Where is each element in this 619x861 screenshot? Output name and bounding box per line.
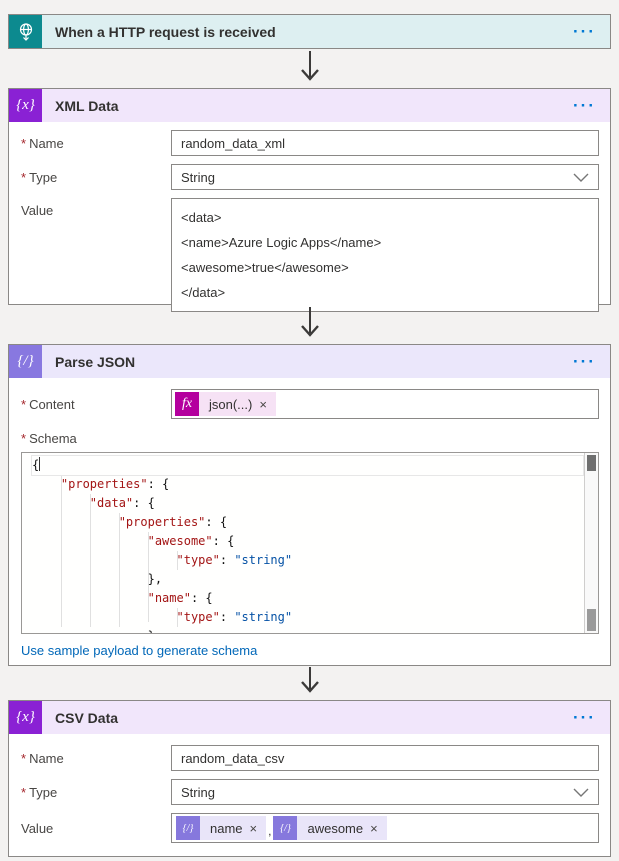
xml-value-line: </data> bbox=[181, 285, 226, 300]
xml-value-textarea[interactable]: <data> <name>Azure Logic Apps</name> <awes… bbox=[171, 198, 599, 312]
content-input[interactable]: fx json(...) × bbox=[171, 389, 599, 419]
trigger-card-http-request[interactable]: When a HTTP request is received ··· bbox=[8, 14, 611, 49]
required-asterisk: * bbox=[21, 135, 27, 151]
csv-type-label: *Type bbox=[21, 784, 58, 800]
xml-type-value: String bbox=[181, 169, 215, 185]
schema-code-line: "properties": { bbox=[60, 477, 170, 491]
schema-label: *Schema bbox=[21, 431, 77, 446]
fx-expression-icon: fx bbox=[175, 392, 199, 416]
variable-token-name[interactable]: {/} name × bbox=[176, 816, 267, 840]
schema-code-line: "type": "string" bbox=[176, 553, 293, 567]
schema-code-line: "awesome": { bbox=[147, 534, 235, 548]
action-card-csv-data[interactable]: {x} CSV Data ··· *Name *Type String Valu… bbox=[8, 700, 611, 857]
xml-card-menu-button[interactable]: ··· bbox=[573, 95, 596, 115]
csv-value-input[interactable]: {/}name×,{/}awesome× bbox=[171, 813, 599, 843]
csv-card-title: CSV Data bbox=[55, 709, 119, 726]
token-remove-icon[interactable]: × bbox=[249, 820, 258, 836]
expression-token-label: json(...) bbox=[209, 396, 253, 412]
required-asterisk: * bbox=[21, 169, 27, 185]
xml-value-line: <data> bbox=[181, 210, 222, 225]
parse-json-token-icon: {/} bbox=[273, 816, 298, 840]
schema-code-line: "properties": { bbox=[118, 515, 228, 529]
connector-arrow-down-icon bbox=[301, 667, 319, 693]
indent-guide bbox=[61, 475, 62, 627]
initialize-variable-icon: {x} bbox=[9, 89, 42, 122]
indent-guide bbox=[119, 513, 120, 627]
schema-code-editor[interactable]: { "properties": { "data": { "properties"… bbox=[21, 452, 599, 634]
use-sample-payload-link[interactable]: Use sample payload to generate schema bbox=[21, 643, 258, 658]
parse-json-icon: {/} bbox=[9, 345, 42, 378]
csv-name-input[interactable] bbox=[171, 745, 599, 771]
schema-code-line: { bbox=[31, 455, 584, 476]
parse-json-card-menu-button[interactable]: ··· bbox=[573, 351, 596, 371]
indent-guide bbox=[148, 532, 149, 622]
token-label: name bbox=[210, 820, 243, 836]
xml-card-title: XML Data bbox=[55, 97, 119, 114]
http-request-trigger-icon bbox=[9, 15, 42, 48]
csv-type-value: String bbox=[181, 784, 215, 800]
content-label: *Content bbox=[21, 396, 75, 412]
action-card-xml-data[interactable]: {x} XML Data ··· *Name *Type String Valu… bbox=[8, 88, 611, 312]
schema-code-text[interactable]: { "properties": { "data": { "properties"… bbox=[22, 453, 584, 633]
xml-value-line: <name>Azure Logic Apps</name> bbox=[181, 235, 382, 250]
connector-arrow-down-icon bbox=[301, 307, 319, 337]
indent-guide bbox=[177, 608, 178, 627]
xml-type-dropdown[interactable]: String bbox=[171, 164, 599, 190]
trigger-menu-button[interactable]: ··· bbox=[573, 21, 596, 41]
indent-guide bbox=[90, 494, 91, 627]
variable-token-awesome[interactable]: {/} awesome × bbox=[273, 816, 387, 840]
xml-value-line: <awesome>true</awesome> bbox=[181, 260, 349, 275]
trigger-title: When a HTTP request is received bbox=[55, 23, 276, 40]
token-remove-icon[interactable]: × bbox=[370, 820, 378, 836]
xml-card-header[interactable]: {x} XML Data ··· bbox=[9, 89, 610, 122]
required-asterisk: * bbox=[21, 784, 27, 800]
trigger-card-header[interactable]: When a HTTP request is received ··· bbox=[9, 15, 610, 48]
csv-card-menu-button[interactable]: ··· bbox=[573, 707, 596, 727]
csv-value-label: Value bbox=[21, 820, 54, 836]
csv-type-dropdown[interactable]: String bbox=[171, 779, 599, 805]
schema-code-line: } bbox=[32, 627, 583, 633]
chevron-down-icon bbox=[573, 173, 589, 182]
parse-json-token-icon: {/} bbox=[176, 816, 200, 840]
parse-json-card-title: Parse JSON bbox=[55, 353, 136, 370]
required-asterisk: * bbox=[21, 750, 27, 766]
schema-code-line: "data": { bbox=[89, 496, 155, 510]
connector-arrow-down-icon bbox=[301, 51, 319, 81]
token-remove-icon[interactable]: × bbox=[259, 396, 267, 412]
required-asterisk: * bbox=[21, 396, 27, 412]
xml-type-label: *Type bbox=[21, 169, 58, 185]
editor-scrollbar[interactable] bbox=[584, 453, 598, 633]
expression-token-json[interactable]: fx json(...) × bbox=[175, 392, 276, 416]
scrollbar-thumb[interactable] bbox=[587, 609, 596, 631]
parse-json-card-header[interactable]: {/} Parse JSON ··· bbox=[9, 345, 610, 378]
xml-name-input[interactable] bbox=[171, 130, 599, 156]
xml-name-label: *Name bbox=[21, 135, 64, 151]
token-separator: , bbox=[268, 824, 272, 838]
schema-code-line: }, bbox=[32, 572, 163, 586]
chevron-down-icon bbox=[573, 788, 589, 797]
indent-guide bbox=[177, 551, 178, 570]
schema-code-line: "name": { bbox=[147, 591, 213, 605]
token-label: awesome bbox=[307, 820, 364, 836]
required-asterisk: * bbox=[21, 431, 27, 446]
action-card-parse-json[interactable]: {/} Parse JSON ··· *Content fx json(...)… bbox=[8, 344, 611, 666]
text-cursor bbox=[39, 457, 41, 471]
initialize-variable-icon: {x} bbox=[9, 701, 42, 734]
csv-card-header[interactable]: {x} CSV Data ··· bbox=[9, 701, 610, 734]
xml-value-label: Value bbox=[21, 203, 54, 218]
scrollbar-thumb[interactable] bbox=[587, 455, 596, 471]
csv-name-label: *Name bbox=[21, 750, 64, 766]
schema-code-line: "type": "string" bbox=[176, 610, 293, 624]
